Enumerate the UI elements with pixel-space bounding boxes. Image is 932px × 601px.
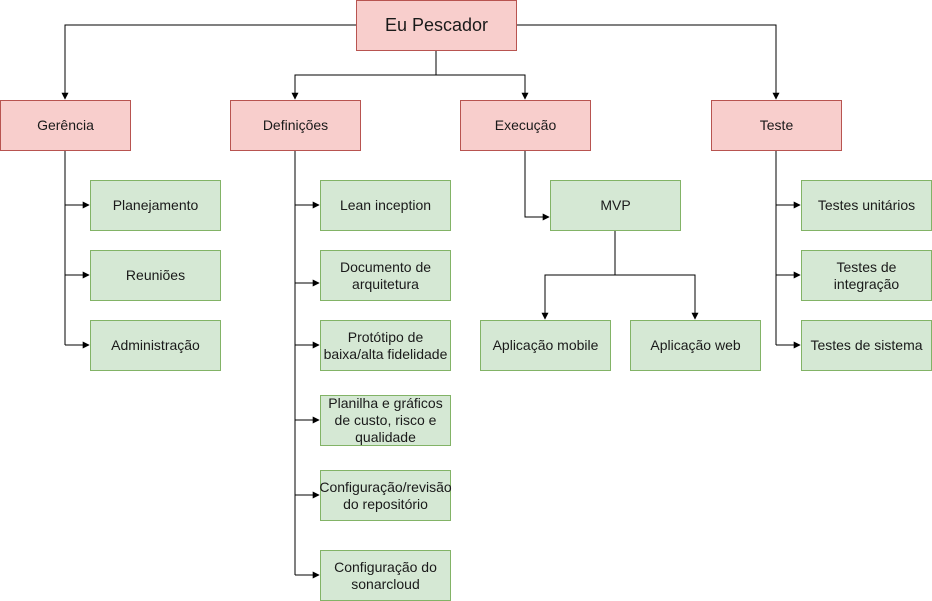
item-label: Configuração/revisão do repositório — [319, 478, 452, 512]
category-label: Definições — [262, 117, 329, 133]
item-label: Protótipo de baixa/alta fidelidade — [323, 328, 448, 362]
execucao-item-mvp[interactable]: MVP — [550, 180, 681, 231]
item-label: Documento de arquitetura — [339, 258, 432, 292]
category-label: Gerência — [37, 117, 94, 133]
edge-root-definicoes — [291, 74, 436, 100]
category-teste[interactable]: Teste — [711, 100, 842, 151]
definicoes-item-lean-inception[interactable]: Lean inception — [320, 180, 451, 231]
item-label: Testes de integração — [833, 258, 900, 292]
teste-item-unitarios[interactable]: Testes unitários — [801, 180, 932, 231]
edge-root-teste — [516, 24, 780, 100]
edge-mvp-mobile — [541, 274, 615, 320]
gerencia-item-administracao[interactable]: Administração — [90, 320, 221, 371]
edge-execucao-mvp — [524, 150, 550, 221]
item-label: Testes unitários — [817, 197, 916, 213]
gerencia-item-planejamento[interactable]: Planejamento — [90, 180, 221, 231]
edge-mvp-web — [615, 274, 699, 320]
category-definicoes[interactable]: Definições — [230, 100, 361, 151]
execucao-item-aplicacao-mobile[interactable]: Aplicação mobile — [480, 320, 611, 371]
edge-root-execucao — [436, 74, 529, 100]
item-label: Planejamento — [112, 197, 199, 213]
definicoes-item-configuracao-repositorio[interactable]: Configuração/revisão do repositório — [319, 470, 452, 521]
item-label: Administração — [111, 337, 200, 353]
item-label: Reuniões — [125, 267, 186, 283]
category-label: Teste — [759, 117, 794, 133]
definicoes-item-documento-arquitetura[interactable]: Documento de arquitetura — [320, 250, 451, 301]
item-label: Aplicação mobile — [492, 337, 599, 353]
definicoes-item-prototipo[interactable]: Protótipo de baixa/alta fidelidade — [320, 320, 451, 371]
definicoes-item-configuracao-sonarcloud[interactable]: Configuração do sonarcloud — [320, 550, 451, 601]
item-label: Lean inception — [339, 197, 432, 213]
gerencia-item-reunioes[interactable]: Reuniões — [90, 250, 221, 301]
definicoes-item-planilha[interactable]: Planilha e gráficos de custo, risco e qu… — [320, 395, 451, 446]
execucao-item-aplicacao-web[interactable]: Aplicação web — [630, 320, 761, 371]
category-label: Execução — [494, 117, 557, 133]
category-gerencia[interactable]: Gerência — [0, 100, 131, 151]
teste-item-integracao[interactable]: Testes de integração — [801, 250, 932, 301]
item-label: Planilha e gráficos de custo, risco e qu… — [328, 395, 443, 445]
category-execucao[interactable]: Execução — [460, 100, 591, 151]
item-label: Aplicação web — [650, 337, 741, 353]
item-label: Testes de sistema — [810, 337, 923, 353]
root-node[interactable]: Eu Pescador — [356, 0, 517, 51]
item-label: Configuração do sonarcloud — [334, 558, 437, 592]
teste-item-sistema[interactable]: Testes de sistema — [801, 320, 932, 371]
edge-root-gerencia — [61, 24, 356, 100]
item-label: MVP — [600, 197, 631, 213]
root-label: Eu Pescador — [384, 15, 489, 35]
